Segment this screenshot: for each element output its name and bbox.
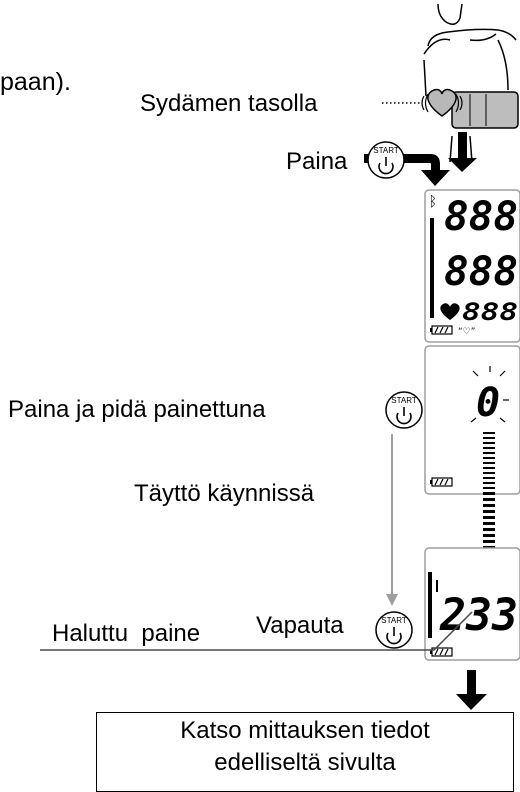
press-hold-label: Paina ja pidä painettuna bbox=[8, 396, 266, 423]
svg-text:888: 888 bbox=[444, 194, 518, 240]
release-label: Vapauta bbox=[256, 612, 344, 639]
display-inflating: 0 bbox=[424, 345, 520, 495]
svg-text:0: 0 bbox=[476, 380, 500, 426]
note-line-2: edelliseltä sivulta bbox=[214, 749, 396, 776]
battery-icon bbox=[430, 477, 453, 487]
battery-icon bbox=[430, 325, 453, 335]
cut-off-text: paan). bbox=[0, 68, 71, 96]
start-button-3[interactable]: START bbox=[375, 611, 413, 649]
heart-icon bbox=[440, 303, 460, 320]
svg-text:“♡”: “♡” bbox=[458, 327, 475, 337]
start-button-1[interactable]: START bbox=[367, 141, 405, 179]
bluetooth-icon: ᛒ bbox=[429, 194, 437, 210]
down-arrow-icon bbox=[456, 670, 487, 710]
start-button-2[interactable]: START bbox=[385, 391, 423, 429]
desired-pressure-pointer bbox=[40, 611, 473, 651]
inflating-label: Täyttö käynnissä bbox=[134, 480, 315, 507]
arm-cuff bbox=[451, 91, 519, 129]
down-arrow-icon bbox=[448, 132, 477, 172]
svg-text:888: 888 bbox=[462, 298, 518, 326]
svg-text:START: START bbox=[381, 616, 407, 625]
battery-icon bbox=[430, 647, 453, 657]
svg-text:888: 888 bbox=[444, 249, 518, 295]
display-all-segments: ᛒ 888 888 888 “♡” bbox=[424, 189, 520, 343]
svg-text:START: START bbox=[391, 396, 417, 405]
press-label: Paina bbox=[286, 148, 348, 175]
note-line-1: Katso mittauksen tiedot bbox=[180, 717, 430, 744]
svg-text:START: START bbox=[373, 146, 399, 155]
person-arm-cuff-icon bbox=[423, 3, 517, 163]
note-box: Katso mittauksen tiedot edelliseltä sivu… bbox=[96, 712, 514, 792]
inflation-arrow bbox=[386, 434, 398, 606]
heart-level-label: Sydämen tasolla bbox=[140, 90, 318, 117]
heart-icon bbox=[421, 88, 463, 117]
display-set-pressure: 233 bbox=[424, 547, 520, 661]
desired-pressure-label: Haluttu paine bbox=[52, 620, 201, 647]
